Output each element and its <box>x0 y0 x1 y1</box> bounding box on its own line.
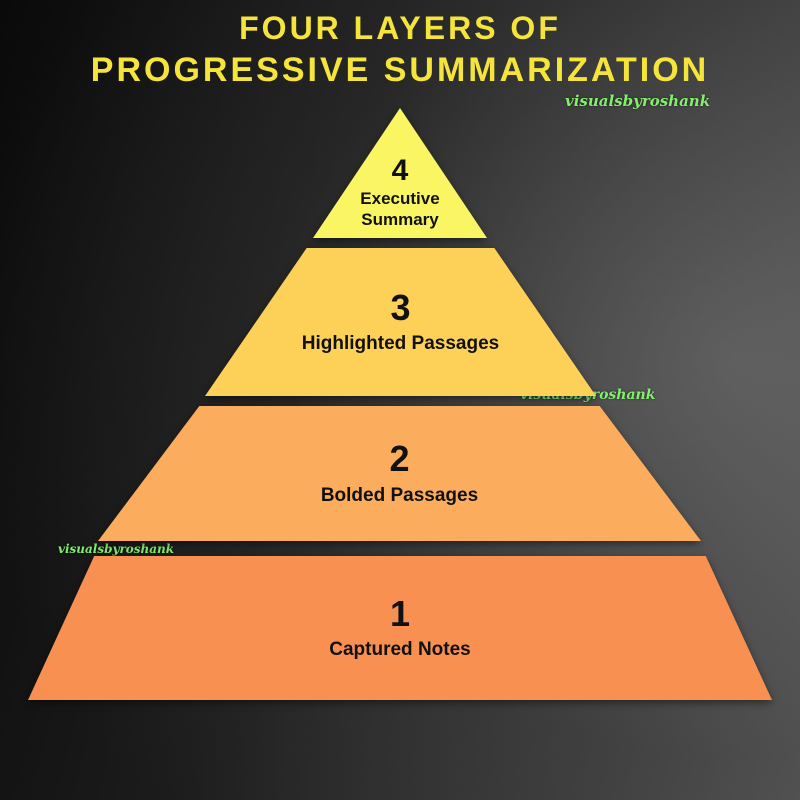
pyramid-layer-4: 4 Executive Summary <box>313 108 487 238</box>
pyramid-layer-1: 1 Captured Notes <box>28 556 772 700</box>
pyramid-layer-3: 3 Highlighted Passages <box>205 248 596 396</box>
title-line-1: FOUR LAYERS OF <box>239 10 561 46</box>
layer-1-number: 1 <box>389 592 411 634</box>
layer-3-number: 3 <box>390 286 411 328</box>
layer-2-label: Bolded Passages <box>320 484 479 506</box>
layer-1-label: Captured Notes <box>329 639 471 661</box>
layer-3-label: Highlighted Passages <box>301 333 500 355</box>
pyramid-layer-1-shape: 1 Captured Notes <box>28 556 772 700</box>
watermark-left: visualsbyroshank <box>58 542 175 556</box>
watermark-top-right: visualsbyroshank <box>565 92 711 110</box>
layer-4-label: Executive Summary <box>360 189 440 229</box>
pyramid-layer-2: 2 Bolded Passages <box>98 406 701 541</box>
pyramid-layer-4-shape: 4 Executive Summary <box>313 108 487 238</box>
layer-2-number: 2 <box>389 438 410 480</box>
pyramid-layer-3-shape: 3 Highlighted Passages <box>205 248 596 396</box>
pyramid-layer-2-shape: 2 Bolded Passages <box>98 406 701 541</box>
page-title: FOUR LAYERS OF PROGRESSIVE SUMMARIZATION <box>0 8 800 92</box>
title-line-2: PROGRESSIVE SUMMARIZATION <box>90 50 710 89</box>
layer-4-number: 4 <box>391 154 409 188</box>
